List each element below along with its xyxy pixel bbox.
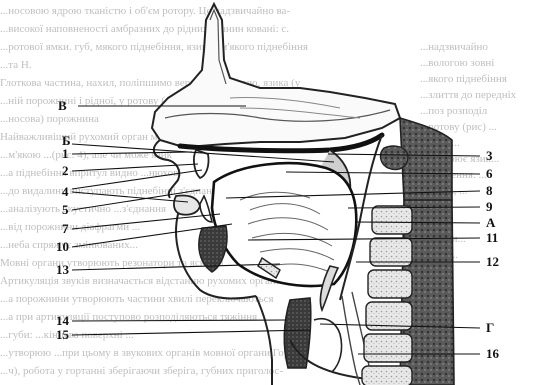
label-7: 7 <box>62 222 69 236</box>
vertebra <box>368 270 412 298</box>
label-6: 6 <box>486 167 493 181</box>
label-15: 15 <box>56 328 69 342</box>
label-a: А <box>486 216 495 230</box>
label-3: 3 <box>486 149 493 163</box>
atlas-vertebra <box>381 146 408 169</box>
label-4: 4 <box>62 185 69 199</box>
larynx <box>284 298 310 368</box>
label-11: 11 <box>486 231 498 245</box>
vocal-folds-area <box>314 319 342 372</box>
label-16: 16 <box>486 347 499 361</box>
lower-incisor <box>200 196 212 222</box>
label-8: 8 <box>486 184 493 198</box>
label-12: 12 <box>486 255 499 269</box>
vertebra <box>362 366 412 385</box>
label-g: Г <box>486 321 494 335</box>
label-5: 5 <box>62 203 69 217</box>
label-2: 2 <box>62 164 69 178</box>
label-13: 13 <box>56 263 69 277</box>
label-v: В <box>58 99 67 113</box>
label-14: 14 <box>56 314 69 328</box>
vertebra <box>364 334 412 362</box>
label-10: 10 <box>56 240 69 254</box>
nasal-cavity-outline <box>152 4 400 146</box>
label-1: 1 <box>62 147 69 161</box>
vertebra <box>372 206 412 234</box>
nose-and-lip <box>154 140 179 198</box>
neck-front <box>256 296 272 385</box>
label-9: 9 <box>486 200 493 214</box>
lower-lip <box>174 195 200 214</box>
